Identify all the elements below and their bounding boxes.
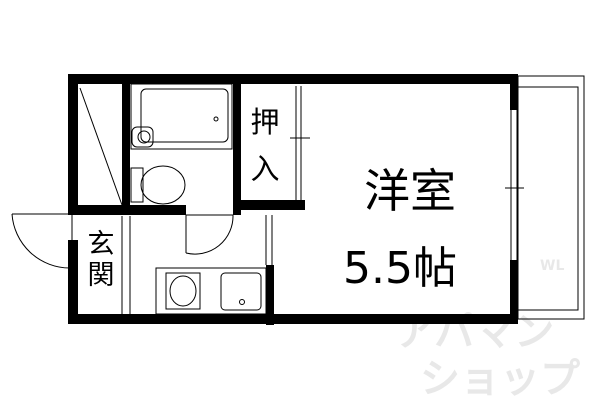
watermark-mark: WL bbox=[540, 258, 564, 274]
closet-label-2: 入 bbox=[250, 152, 279, 186]
entrance-label-1: 玄 bbox=[88, 229, 115, 260]
western-room-label: 洋室 bbox=[364, 164, 456, 218]
bathtub bbox=[130, 83, 233, 150]
kitchen-counter bbox=[155, 267, 267, 315]
kitchen-partition bbox=[121, 215, 273, 314]
closet-label-1: 押 bbox=[250, 105, 279, 139]
balcony bbox=[517, 75, 585, 320]
bathroom-door bbox=[185, 214, 234, 255]
entrance-door bbox=[11, 213, 73, 269]
shoe-cabinet bbox=[79, 87, 123, 206]
window-right bbox=[505, 110, 524, 260]
entrance-label-2: 関 bbox=[88, 260, 115, 291]
closet-door bbox=[290, 86, 310, 200]
toilet bbox=[130, 165, 186, 205]
watermark-line2: ショップ bbox=[420, 356, 580, 400]
western-room-size: 5.5帖 bbox=[343, 243, 457, 294]
outer-walls bbox=[68, 74, 518, 324]
interior-walls bbox=[68, 76, 305, 325]
